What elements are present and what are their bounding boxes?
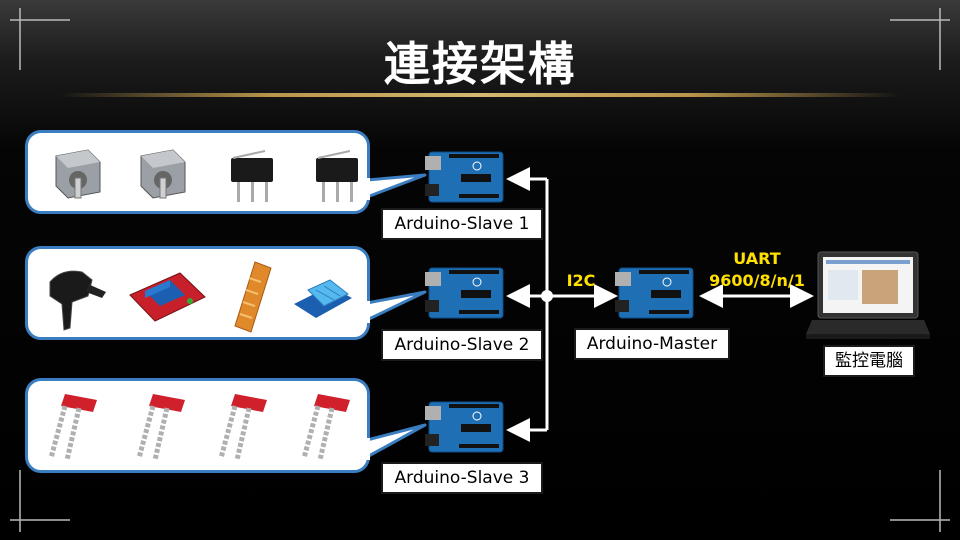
soil-moisture-sensor-icon	[218, 394, 267, 461]
micro-switch-icon	[316, 150, 358, 202]
slave-3-label: Arduino-Slave 3	[381, 462, 543, 494]
slave-2-label: Arduino-Slave 2	[381, 329, 543, 361]
corner-bracket-bottom-left	[10, 470, 70, 532]
arduino-board-icon	[425, 267, 504, 319]
dht-sensor-icon	[294, 279, 352, 318]
pc-label: 監控電腦	[823, 345, 915, 377]
micro-switch-icon	[231, 150, 273, 202]
corner-bracket-bottom-right	[890, 470, 950, 532]
water-level-sensor-icon	[234, 261, 272, 333]
arduino-board-icon	[615, 267, 694, 319]
stepper-motor-icon	[55, 149, 101, 199]
soil-moisture-sensor-icon	[48, 394, 97, 461]
soil-moisture-sensor-icon	[301, 394, 350, 461]
corner-bracket-top-left	[10, 8, 70, 70]
master-label: Arduino-Master	[574, 328, 730, 360]
relay-module-icon	[129, 272, 206, 322]
uart-settings-label: 9600/8/n/1	[709, 271, 805, 290]
arduino-board-icon	[425, 151, 504, 203]
component-group-3	[25, 378, 370, 473]
i2c-label: I2C	[566, 271, 596, 290]
stepper-motor-icon	[140, 149, 186, 199]
arduino-board-icon	[425, 401, 504, 453]
page-title: 連接架構	[384, 37, 576, 91]
soil-moisture-sensor-icon	[136, 394, 185, 461]
water-pump-icon	[49, 270, 106, 331]
uart-label: UART	[733, 249, 781, 268]
laptop-icon	[806, 251, 930, 339]
slave-1-label: Arduino-Slave 1	[381, 208, 543, 240]
corner-bracket-top-right	[890, 8, 950, 70]
title-divider	[60, 93, 900, 97]
